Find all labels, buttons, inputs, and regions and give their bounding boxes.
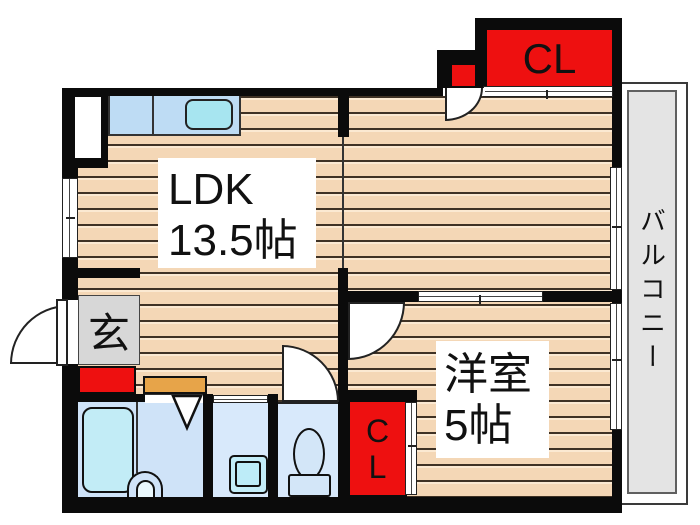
kitchen-counter (108, 93, 241, 136)
toilet-tank (288, 474, 331, 497)
washbasin (127, 471, 163, 497)
balcony-deck: バルコニー (627, 90, 677, 494)
small-storage (450, 63, 477, 88)
wall (338, 88, 349, 137)
ldk-name: LDK (168, 165, 254, 214)
ldk-label: LDK 13.5帖 (158, 158, 316, 268)
genkan-label: 玄 (87, 309, 130, 357)
wall (62, 88, 445, 96)
room-divider-line (342, 137, 344, 270)
wall (475, 18, 487, 96)
window (610, 303, 622, 430)
closet-bottom: C L (348, 400, 407, 497)
counter-divider (152, 95, 154, 134)
bathtub (82, 407, 134, 493)
washer-pan (229, 455, 268, 494)
wall (612, 18, 622, 167)
wall (268, 394, 278, 497)
western-room-size: 5帖 (444, 401, 513, 451)
folding-door-icon (171, 394, 203, 432)
balcony-area: バルコニー (620, 82, 688, 505)
wall (68, 394, 145, 402)
window (62, 178, 78, 258)
wall (338, 268, 348, 497)
closet-top: CL (485, 28, 614, 90)
wall (543, 291, 612, 302)
shoe-cabinet (143, 376, 207, 394)
wall (612, 290, 622, 303)
bath-divider (136, 402, 138, 473)
wall (348, 291, 418, 302)
closet-top-label: CL (522, 35, 577, 82)
closet-door (405, 402, 417, 495)
ldk-size: 13.5帖 (168, 216, 298, 266)
wall (348, 390, 417, 402)
wall (203, 394, 213, 497)
wall (437, 50, 477, 63)
genkan-area: 玄 (78, 295, 140, 365)
entrance-door-leaf (56, 299, 68, 366)
closet-bottom-letter-l: L (368, 448, 387, 485)
washroom (213, 402, 268, 497)
wall (62, 497, 622, 513)
washbasin-bowl (136, 480, 155, 497)
sliding-door (483, 86, 613, 99)
washer-pan-inner (235, 461, 261, 487)
wall (68, 268, 140, 278)
kitchen-sink (185, 99, 233, 130)
wall (612, 430, 622, 497)
western-room-name: 洋室 (444, 350, 532, 399)
sliding-door (418, 291, 543, 304)
genkan-storage (78, 366, 136, 394)
wall (475, 18, 622, 30)
refrigerator-space (75, 97, 101, 158)
closet-bottom-letter-c: C (365, 412, 390, 449)
western-room-label: 洋室 5帖 (436, 341, 549, 458)
balcony-label: バルコニー (636, 207, 667, 377)
window (610, 167, 622, 290)
toilet-bowl (293, 428, 325, 480)
toilet-room (278, 402, 338, 497)
sliding-door (213, 395, 268, 403)
